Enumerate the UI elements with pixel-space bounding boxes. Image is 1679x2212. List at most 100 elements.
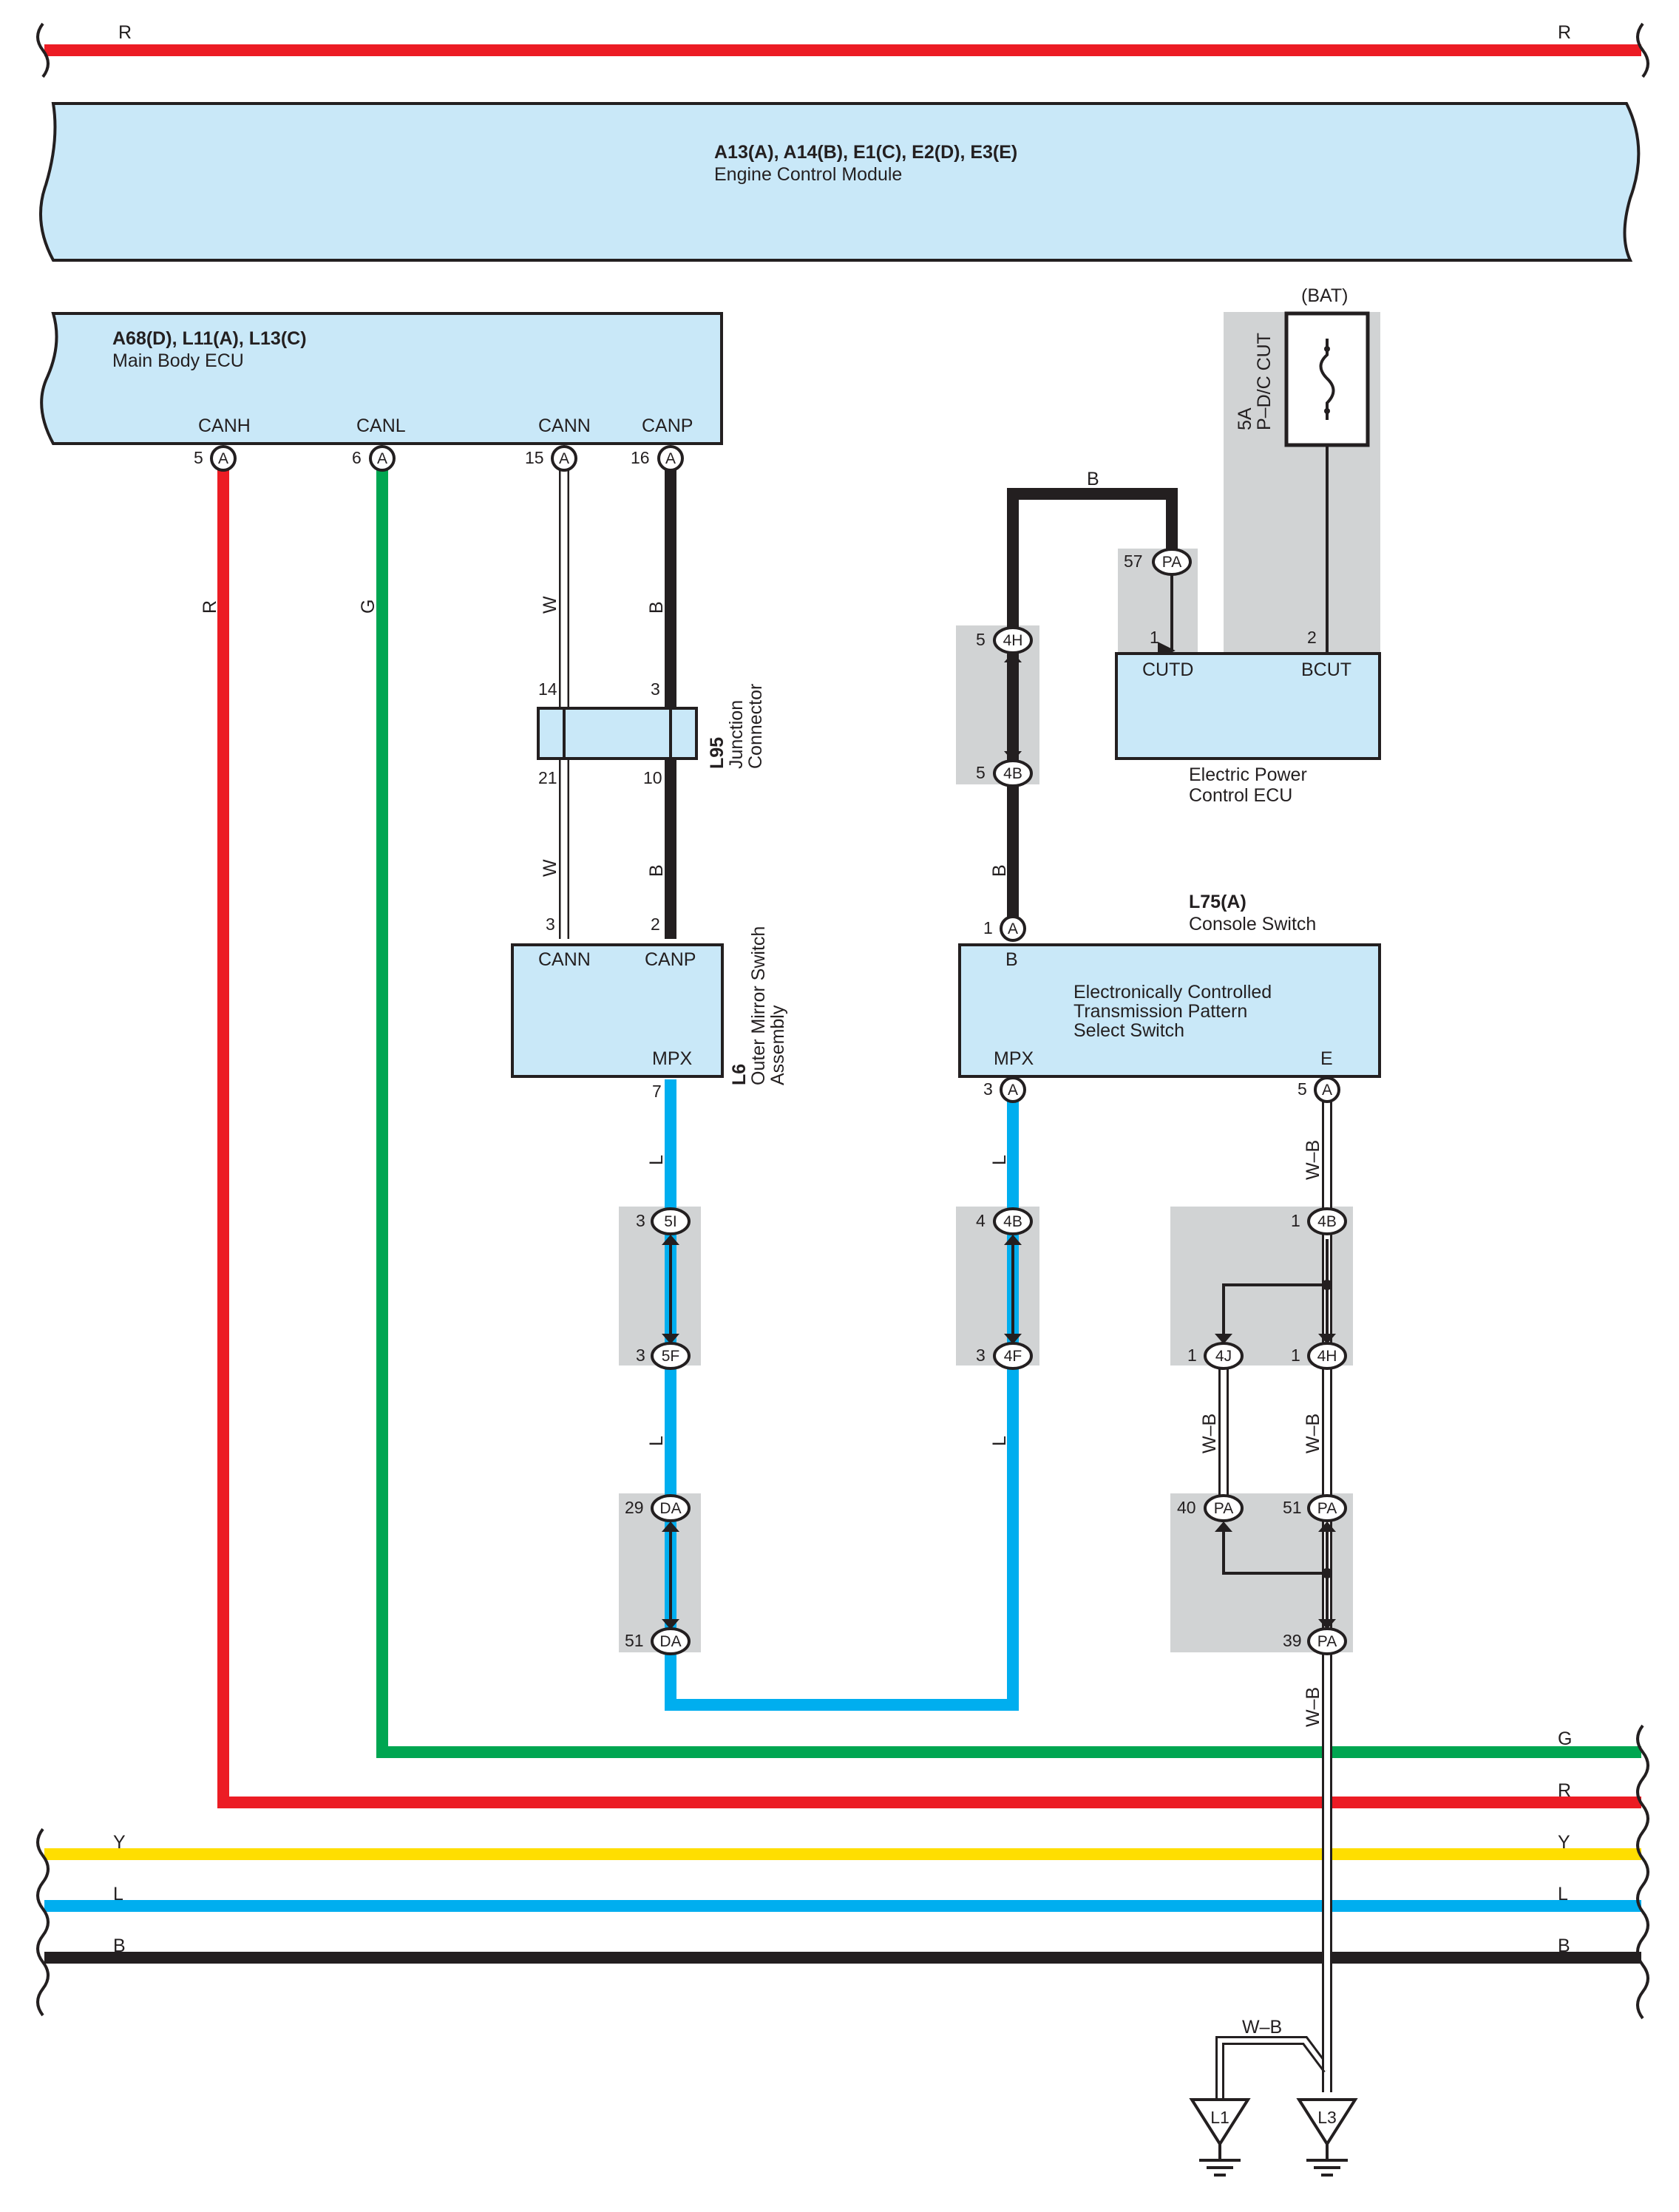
svg-text:PA: PA — [1317, 1500, 1337, 1517]
wire-blue-mirror-mpx — [665, 1079, 1019, 1711]
svg-text:2: 2 — [651, 915, 660, 934]
svg-text:MPX: MPX — [652, 1048, 693, 1069]
bus-label: B — [1558, 1936, 1570, 1956]
svg-text:A: A — [377, 450, 387, 467]
svg-text:4: 4 — [976, 1211, 986, 1230]
svg-text:5: 5 — [976, 630, 986, 649]
svg-text:B: B — [646, 601, 667, 614]
svg-text:5: 5 — [976, 763, 986, 782]
body-ecu-name: Main Body ECU — [112, 350, 244, 371]
svg-text:PA: PA — [1317, 1633, 1337, 1650]
svg-text:W: W — [540, 859, 560, 877]
svg-text:L: L — [989, 1436, 1010, 1446]
svg-text:3: 3 — [983, 1079, 993, 1099]
svg-text:A: A — [559, 450, 569, 467]
junction-id: L95 — [707, 737, 727, 769]
bus-label: G — [1558, 1728, 1572, 1749]
bus-label: B — [113, 1936, 126, 1956]
body-ecu-connectors: A 5 A 6 A 15 A 16 — [194, 445, 684, 472]
wire-red-canh — [217, 470, 1641, 1808]
svg-text:W–B: W–B — [1303, 1414, 1323, 1453]
svg-text:PA: PA — [1162, 554, 1181, 571]
svg-text:3: 3 — [636, 1346, 645, 1365]
svg-text:Electronically Controlled: Electronically Controlled — [1073, 982, 1272, 1002]
svg-text:29: 29 — [625, 1498, 644, 1517]
svg-text:14: 14 — [538, 679, 557, 699]
svg-text:DA: DA — [659, 1500, 681, 1517]
svg-text:L1: L1 — [1210, 2108, 1229, 2127]
bus-label: L — [113, 1884, 123, 1904]
svg-text:W–B: W–B — [1303, 1140, 1323, 1180]
pin-canl: CANL — [356, 415, 406, 436]
svg-text:16: 16 — [631, 448, 650, 467]
svg-text:BCUT: BCUT — [1301, 659, 1351, 680]
svg-text:PA: PA — [1214, 1500, 1233, 1517]
svg-text:A: A — [1322, 1082, 1332, 1099]
fuse-p-dc-cut: (BAT) 5A P–D/C CUT — [1235, 285, 1370, 447]
svg-text:DA: DA — [659, 1633, 681, 1650]
svg-text:40: 40 — [1177, 1498, 1196, 1517]
bat-label: (BAT) — [1301, 285, 1348, 306]
svg-text:4J: 4J — [1215, 1348, 1232, 1365]
svg-text:L: L — [989, 1155, 1010, 1165]
pin-canh: CANH — [198, 415, 251, 436]
svg-text:E: E — [1320, 1048, 1333, 1069]
wire-green-canl — [376, 470, 1641, 1758]
svg-text:CANP: CANP — [645, 949, 696, 970]
inline-connectors: PA 57 4H 5 4B 5 5I 3 5F 3 DA 29 DA 51 4B… — [625, 548, 1347, 1655]
svg-text:57: 57 — [1124, 552, 1143, 571]
svg-text:B: B — [646, 864, 667, 877]
outer-mirror-switch: 3 2 CANN CANP MPX 7 L6 Outer Mirror Swit… — [511, 915, 788, 1101]
svg-text:5A: 5A — [1235, 407, 1255, 430]
svg-text:W–B: W–B — [1199, 1414, 1220, 1453]
top-red-bus: R R — [36, 22, 1649, 78]
svg-text:Transmission Pattern: Transmission Pattern — [1073, 1001, 1247, 1022]
svg-text:MPX: MPX — [994, 1048, 1034, 1069]
svg-text:P–D/C CUT: P–D/C CUT — [1254, 333, 1275, 430]
svg-text:3: 3 — [546, 915, 555, 934]
svg-text:21: 21 — [538, 768, 557, 787]
ground-l3: L3 — [1296, 2098, 1358, 2177]
svg-text:A: A — [1008, 1082, 1018, 1099]
svg-text:Outer Mirror Switch: Outer Mirror Switch — [748, 926, 769, 1085]
svg-text:1: 1 — [983, 918, 993, 937]
svg-text:CANN: CANN — [538, 949, 591, 970]
bus-label: L — [1558, 1884, 1568, 1904]
svg-text:W: W — [540, 596, 560, 614]
svg-text:B: B — [1005, 949, 1018, 970]
console-title: L75(A) — [1189, 892, 1246, 912]
svg-text:A: A — [218, 450, 228, 467]
svg-text:4H: 4H — [1003, 632, 1023, 649]
bus-label: R — [1558, 22, 1571, 43]
svg-text:1: 1 — [1150, 628, 1159, 647]
engine-control-module: A13(A), A14(B), E1(C), E2(D), E3(E) Engi… — [38, 102, 1641, 262]
ecm-name: Engine Control Module — [714, 164, 902, 185]
bus-label: Y — [1558, 1832, 1570, 1853]
console-switch: L75(A) Console Switch A 1 B Electronical… — [958, 892, 1381, 1103]
svg-text:B: B — [1087, 469, 1099, 489]
svg-text:4H: 4H — [1317, 1348, 1337, 1365]
svg-text:10: 10 — [643, 768, 662, 787]
pin-canp: CANP — [642, 415, 693, 436]
bus-label: R — [118, 22, 132, 43]
svg-text:2: 2 — [1307, 628, 1317, 647]
bus-label: Y — [113, 1832, 126, 1853]
svg-text:1: 1 — [1291, 1346, 1300, 1365]
svg-text:6: 6 — [352, 448, 362, 467]
svg-text:7: 7 — [652, 1082, 662, 1101]
svg-text:4B: 4B — [1003, 1213, 1022, 1230]
svg-text:A: A — [665, 450, 676, 467]
svg-text:3: 3 — [976, 1346, 986, 1365]
svg-text:A: A — [1008, 920, 1018, 937]
pin-cann: CANN — [538, 415, 591, 436]
svg-text:51: 51 — [625, 1631, 644, 1650]
junction-connector-l95: 14 3 21 10 L95 Junction Connector — [537, 679, 766, 787]
bottom-buses: G R Y Y L L B B — [36, 1724, 1649, 2070]
svg-text:CUTD: CUTD — [1142, 659, 1193, 680]
main-body-ecu: A68(D), L11(A), L13(C) Main Body ECU CAN… — [40, 312, 723, 445]
ground-l1: L1 — [1189, 2098, 1251, 2177]
svg-text:1: 1 — [1187, 1346, 1197, 1365]
svg-text:4B: 4B — [1317, 1213, 1337, 1230]
svg-text:W–B: W–B — [1303, 1687, 1323, 1727]
